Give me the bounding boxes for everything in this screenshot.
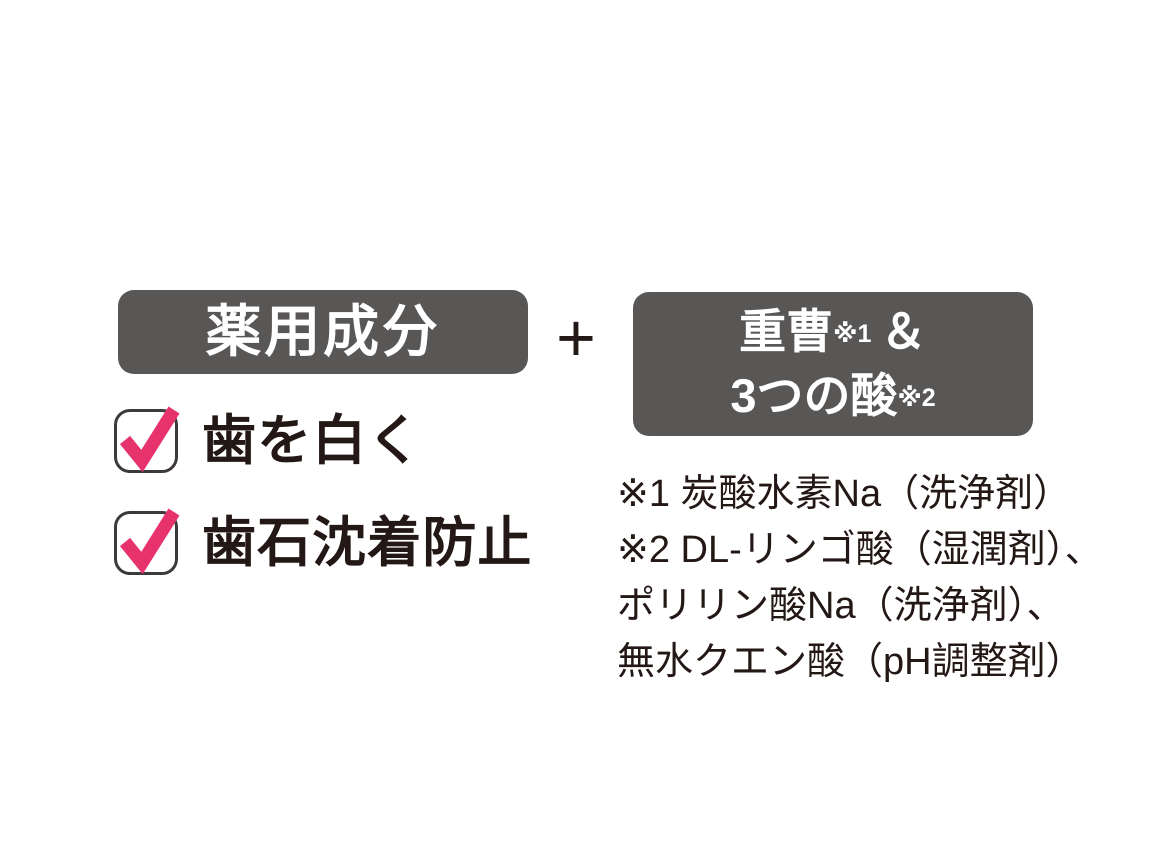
- benefit-item-whiten-teeth: 歯を白く: [114, 406, 423, 473]
- benefit-item-prevent-tartar: 歯石沈着防止: [114, 508, 533, 575]
- footnote-line-4: 無水クエン酸（pH調整剤）: [617, 641, 1084, 683]
- baking-soda-text: 重曹: [739, 305, 834, 358]
- medicinal-ingredients-label: 薬用成分: [205, 300, 441, 363]
- check-icon: [114, 406, 180, 473]
- footnote-ref-2: ※2: [897, 384, 936, 412]
- benefit-label: 歯を白く: [202, 411, 423, 471]
- three-acids-text: 3つの酸: [730, 369, 898, 422]
- benefit-label: 歯石沈着防止: [202, 513, 533, 573]
- baking-soda-acids-box: 重曹※1＆ 3つの酸※2: [633, 292, 1033, 436]
- plus-icon: +: [556, 300, 596, 376]
- check-icon: [114, 508, 180, 575]
- footnotes-block: ※1 炭酸水素Na（洗浄剤） ※2 DL-リンゴ酸（湿潤剤）、 ポリリン酸Na（…: [617, 466, 1137, 690]
- footnote-line-1: ※1 炭酸水素Na（洗浄剤）: [617, 473, 1072, 515]
- ampersand: ＆: [879, 305, 927, 358]
- three-acids-line: 3つの酸※2: [730, 364, 935, 428]
- medicinal-ingredients-box: 薬用成分: [118, 290, 528, 374]
- footnote-line-2: ※2 DL-リンゴ酸（湿潤剤）、: [617, 529, 1103, 571]
- baking-soda-line: 重曹※1＆: [739, 300, 927, 364]
- footnote-ref-1: ※1: [833, 320, 872, 348]
- footnote-line-3: ポリリン酸Na（洗浄剤）、: [617, 585, 1065, 627]
